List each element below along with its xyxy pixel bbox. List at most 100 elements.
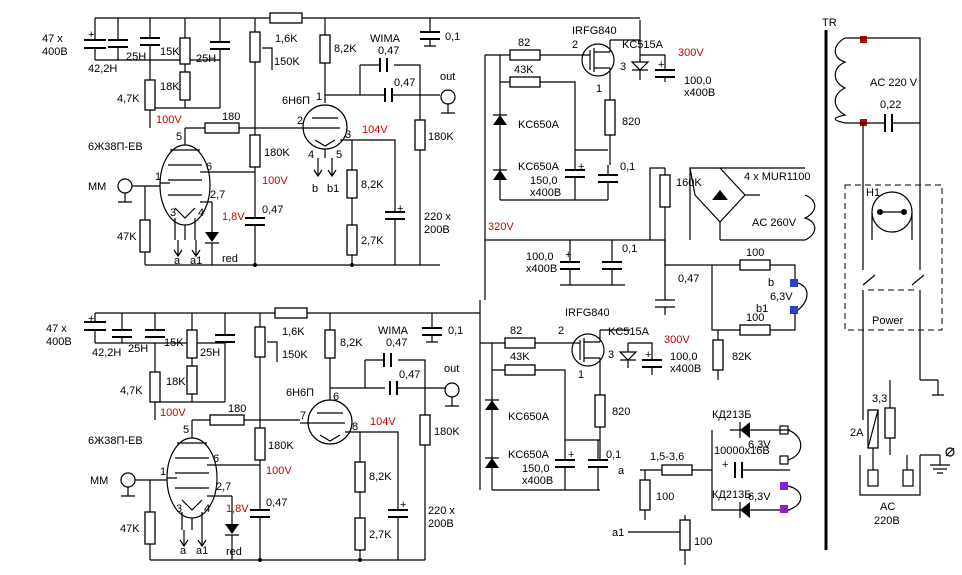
label: AC 260V xyxy=(752,217,797,229)
voltage-label: 1,8V xyxy=(222,211,245,223)
label: 8,2K xyxy=(369,471,392,483)
tube-label: 6Н6П xyxy=(286,387,314,399)
voltage-label: 104V xyxy=(370,416,396,428)
label: 43K xyxy=(510,351,530,363)
pin-label: 1 xyxy=(596,83,602,95)
label: 0,47 xyxy=(678,273,699,285)
label: a1 xyxy=(612,527,624,539)
mosfet-icon xyxy=(581,43,615,77)
label: 25Н xyxy=(196,53,216,65)
label: 10000х16В xyxy=(714,445,770,457)
label: AC 220 V xyxy=(870,77,918,89)
label: 150,0 xyxy=(530,175,558,187)
label: 100,0 xyxy=(526,251,554,263)
label: Power xyxy=(872,315,904,327)
label: 820 xyxy=(612,406,630,418)
label: 43K xyxy=(514,64,534,76)
power-switch-box xyxy=(844,184,943,331)
label: out xyxy=(444,363,459,375)
pin-label: 5 xyxy=(336,149,342,161)
label: 4 x MUR1100 xyxy=(744,171,810,183)
label: 8,2K xyxy=(334,43,357,55)
label: KC515A xyxy=(608,326,650,338)
label: x400В xyxy=(670,363,701,375)
svg-text:+: + xyxy=(568,449,574,461)
pin-label: 3 xyxy=(170,207,176,219)
label: 47K xyxy=(117,231,137,243)
pin-label: 2 xyxy=(297,115,303,127)
label: red xyxy=(222,253,238,265)
transformer-mains: TR AC 220 V 0,22 H1 Power 2A 3,3 AC 220В xyxy=(822,17,955,550)
voltage-label: 1,8V xyxy=(226,503,249,515)
label: 180K xyxy=(434,426,460,438)
label: IRFG840 xyxy=(572,25,617,37)
voltage-label: 100V xyxy=(160,407,186,419)
pin-label: 3 xyxy=(345,129,351,141)
label: 18K xyxy=(160,81,180,93)
pin-label: 1 xyxy=(160,466,166,478)
terminal-marker xyxy=(780,482,788,490)
label: 200В xyxy=(428,518,454,530)
label: KC650A xyxy=(518,161,560,173)
pin-label: 6 xyxy=(213,453,219,465)
pin-label: 3 xyxy=(608,349,614,361)
label: 100 xyxy=(746,312,764,324)
label: 0,47 xyxy=(394,77,415,89)
label: x400В xyxy=(684,87,715,99)
pin-label: 1 xyxy=(155,171,161,183)
label: КД213Б xyxy=(712,409,751,421)
label: WIMA xyxy=(370,33,401,45)
label: 0,47 xyxy=(378,45,399,57)
label: 2,7K xyxy=(369,529,392,541)
label: 82 xyxy=(510,325,522,337)
label: 8,2K xyxy=(361,179,384,191)
label: 220В xyxy=(874,515,900,527)
label: WIMA xyxy=(378,325,409,337)
label: 180K xyxy=(264,147,290,159)
label: a xyxy=(174,255,181,267)
label: 0,47 xyxy=(266,497,287,509)
label: 0,47 xyxy=(262,204,283,216)
label: 47 x xyxy=(46,323,67,335)
label: 180 xyxy=(228,403,246,415)
pin-label: 3 xyxy=(176,503,182,515)
svg-text:+: + xyxy=(722,459,728,471)
label: b1 xyxy=(756,303,768,315)
terminal-marker xyxy=(780,505,788,513)
label: 100 xyxy=(746,247,764,259)
label: 82 xyxy=(518,37,530,49)
label: 82K xyxy=(732,351,752,363)
svg-text:+: + xyxy=(88,29,94,41)
pin-label: 5 xyxy=(183,424,189,436)
svg-text:+: + xyxy=(397,203,403,215)
label: H1 xyxy=(866,187,880,199)
label: 47 x xyxy=(42,33,63,45)
label: 6,3V xyxy=(770,291,793,303)
label: 2A xyxy=(850,427,864,439)
label: 180 xyxy=(222,111,240,123)
terminal-marker xyxy=(790,306,798,314)
terminal-marker xyxy=(779,455,789,465)
triode-tube-symbol xyxy=(307,399,353,445)
label: 4,7K xyxy=(117,93,140,105)
pin-label: 1 xyxy=(578,369,584,381)
label: red xyxy=(226,546,242,558)
label: 150K xyxy=(282,349,308,361)
pin-label: 4 xyxy=(204,503,210,515)
pin-label: 4 xyxy=(198,207,204,219)
label: 0,22 xyxy=(880,99,901,111)
label: x400В xyxy=(530,187,561,199)
voltage-label: 100V xyxy=(156,114,182,126)
label: a xyxy=(180,545,187,557)
label: b xyxy=(768,277,774,289)
label: a1 xyxy=(196,545,208,557)
label: 6,3V xyxy=(748,439,771,451)
voltage-label: 300V xyxy=(678,47,704,59)
label: 150,0 xyxy=(522,463,550,475)
pin-label: 4 xyxy=(308,149,314,161)
label: 100 xyxy=(694,536,712,548)
input-jack-icon xyxy=(117,178,133,194)
tube-label: 6Ж38П-ЕВ xyxy=(88,435,143,447)
terminal-marker xyxy=(790,279,798,287)
voltage-label: 100V xyxy=(262,175,288,187)
